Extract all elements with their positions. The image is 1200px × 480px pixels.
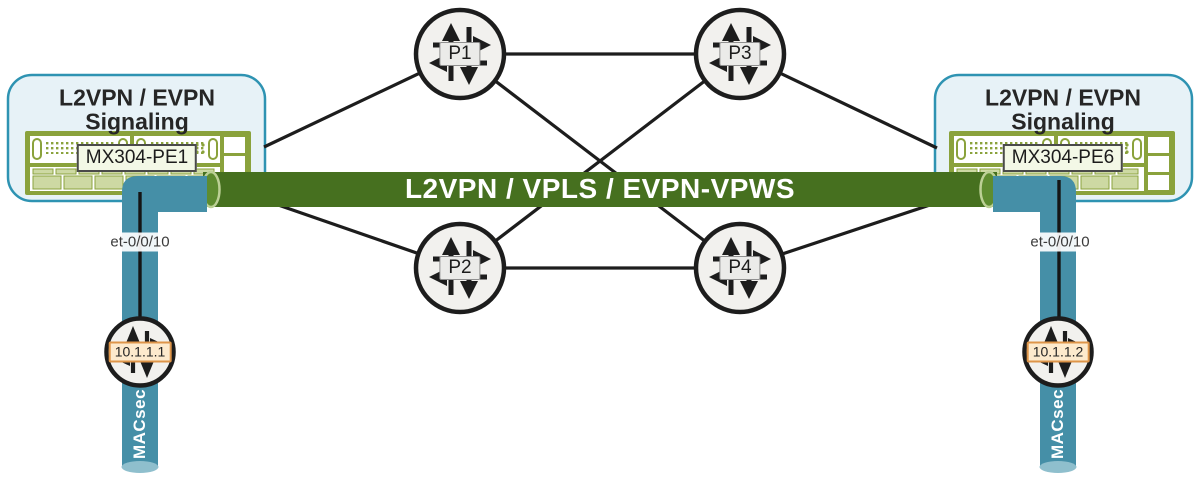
- interface-label-right: et-0/0/10: [1024, 232, 1096, 252]
- pe-left-title-line2: Signaling: [85, 108, 189, 135]
- router-label-p1: P1: [439, 42, 481, 66]
- router-label-p2: P2: [439, 256, 481, 280]
- ce-ip-label-right: 10.1.1.2: [1026, 341, 1090, 363]
- interface-label-left: et-0/0/10: [104, 232, 176, 252]
- ce-ip-label-left: 10.1.1.1: [108, 341, 172, 363]
- macsec-label-left: MACsec: [130, 388, 149, 460]
- device-label-pe1: MX304-PE1: [76, 144, 198, 172]
- core-links: [257, 52, 946, 270]
- router-label-p4: P4: [719, 256, 761, 280]
- router-label-p3: P3: [719, 42, 761, 66]
- pe-left-title-line1: L2VPN / EVPN: [59, 84, 215, 111]
- pe-right-title-line1: L2VPN / EVPN: [985, 84, 1141, 111]
- macsec-label-right: MACsec: [1048, 388, 1067, 460]
- device-label-pe6: MX304-PE6: [1002, 144, 1124, 172]
- pe-right-title-line2: Signaling: [1011, 108, 1115, 135]
- backbone-label: L2VPN / VPLS / EVPN-VPWS: [404, 173, 796, 204]
